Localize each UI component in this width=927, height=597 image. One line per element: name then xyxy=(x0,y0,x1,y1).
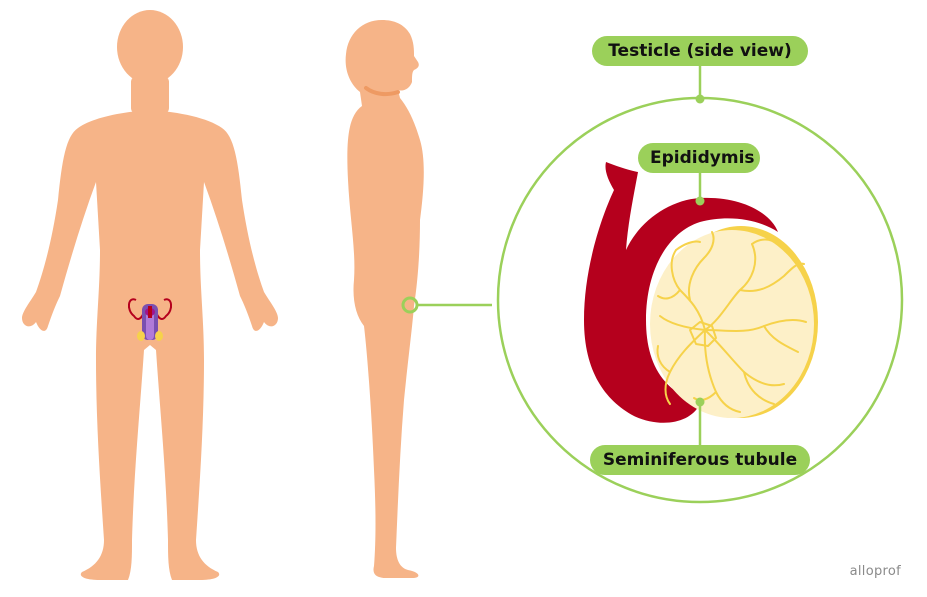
testicle-side-view-label: Testicle (side view) xyxy=(592,36,808,66)
side-view-body xyxy=(345,20,492,578)
testicle-illustration xyxy=(584,162,818,445)
testicle-leader-dot xyxy=(695,94,705,104)
front-view-body xyxy=(22,10,278,580)
seminiferous-tubule-label: Seminiferous tubule xyxy=(590,445,810,475)
epididymis-label: Epididymis xyxy=(638,143,760,173)
male-reproductive-system-icon xyxy=(128,298,172,341)
seminiferous-tubules xyxy=(656,231,807,413)
alloprof-logo: alloprof xyxy=(849,564,901,579)
